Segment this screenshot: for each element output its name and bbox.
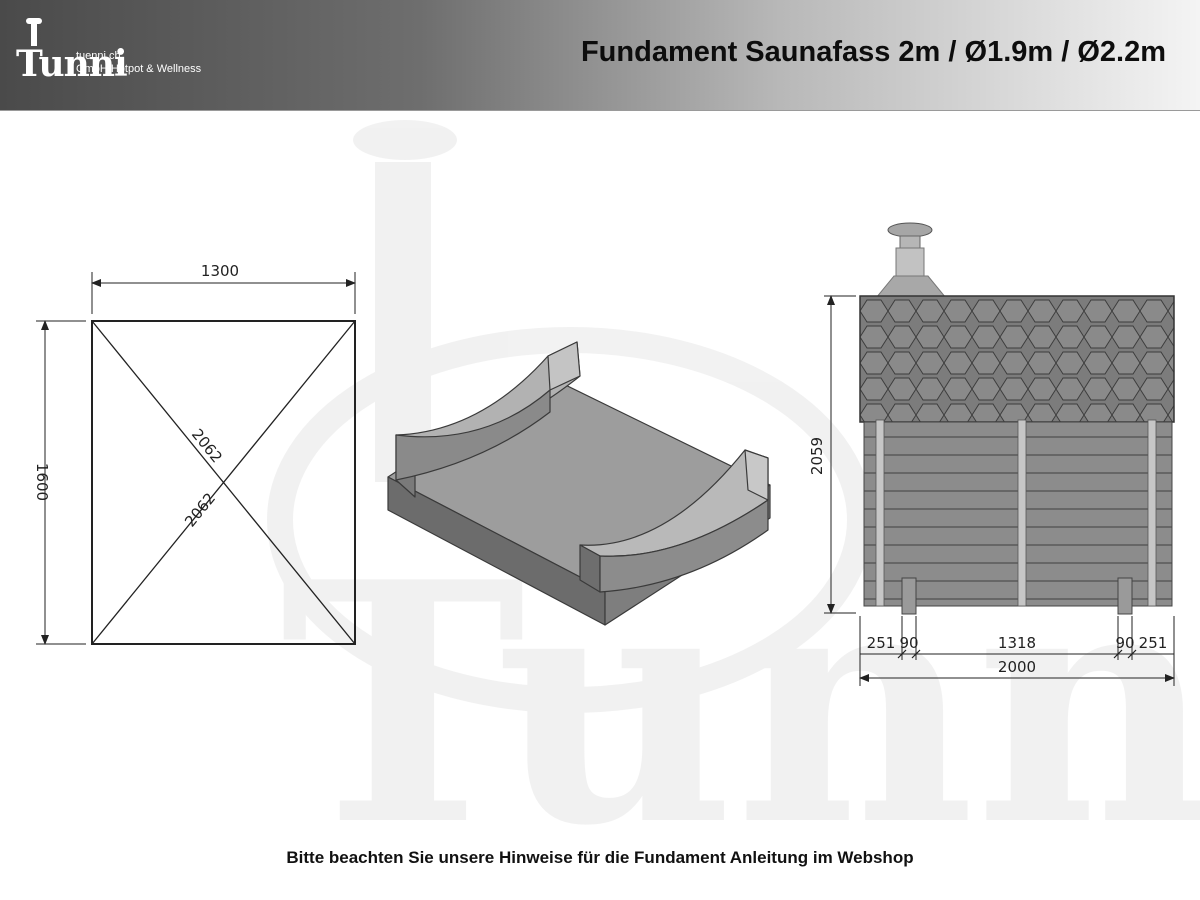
page-title: Fundament Saunafass 2m / Ø1.9m / Ø2.2m xyxy=(580,36,1166,68)
plan-width-label: 1300 xyxy=(201,262,239,280)
steel-band xyxy=(875,419,885,607)
chimney-pipe xyxy=(895,247,925,281)
logo-chimney xyxy=(31,22,37,46)
footer-note: Bitte beachten Sie unsere Hinweise für d… xyxy=(286,848,914,867)
segment-outer-left-label: 251 xyxy=(867,634,896,652)
plan-height-label: 1600 xyxy=(33,463,51,501)
logo-domain: tuenni.ch xyxy=(76,50,121,62)
foundation-3d-view xyxy=(387,341,771,626)
logo-wordmark: Tunni xyxy=(16,43,128,85)
header-bar: Tunni tuenni.ch GmbH Hotpot & Wellness F… xyxy=(0,0,1200,111)
segment-inner-right-label: 90 xyxy=(1115,634,1134,652)
logo-company: GmbH Hotpot & Wellness xyxy=(76,63,202,75)
logo-chimney-cap xyxy=(26,18,42,24)
shingle-roof xyxy=(859,295,1175,423)
segment-inner-left-label: 90 xyxy=(899,634,918,652)
total-width-label: 2000 xyxy=(998,658,1036,676)
segment-outer-right-label: 251 xyxy=(1139,634,1168,652)
chimney-cap xyxy=(887,222,933,238)
foundation-foot xyxy=(1117,577,1133,615)
elevation-height-label: 2059 xyxy=(808,437,826,475)
plan-diagonal-2 xyxy=(91,320,356,645)
segment-middle-label: 1318 xyxy=(998,634,1036,652)
sauna-elevation-view: 2059 251 90 1318 90 251 2000 xyxy=(808,222,1175,686)
steel-band xyxy=(1147,419,1157,607)
plan-outline xyxy=(91,320,356,645)
steel-band xyxy=(1017,419,1027,607)
foundation-foot xyxy=(901,577,917,615)
